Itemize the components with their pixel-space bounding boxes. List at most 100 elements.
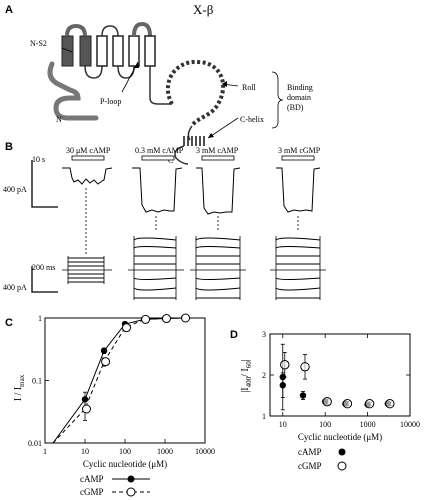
chart-c-legend: cAMP cGMP [80,474,150,497]
application-bar-2 [141,155,175,161]
scale-current-top: 400 pA [3,185,27,194]
s3-s4-loop [101,25,119,37]
application-bar-1 [71,155,105,161]
legend-c-camp-marker [127,475,135,483]
condition-label-1: 30 μM cAMP [66,146,111,155]
panel-a: A X-β [5,2,313,165]
slow-trace-2 [132,167,183,213]
c-terminal-tail [174,145,189,165]
chart-d-xlabel: Cyclic nucleotide (μM) [298,432,382,442]
slow-trace-4 [276,167,321,213]
c-xtick-label: 10000 [195,447,215,456]
segment-s5 [128,35,140,67]
ns2-arrow [61,47,73,53]
d-point-cgmp [364,399,375,409]
slow-trace-1 [62,167,113,185]
c-point-cgmp [141,314,151,324]
panel-c-letter: C [5,317,13,329]
s4-s5-loop [117,65,135,79]
application-bar-4 [281,155,315,161]
condition-label-2: 0.3 mM cAMP [135,146,184,155]
label-n: N [56,115,62,124]
legend-d-camp: cAMP [298,447,322,457]
binding-domain-brace [271,71,284,129]
roll-arrowhead [222,81,227,87]
n-terminal-tail [47,61,99,121]
c-xtick-label: 10 [81,447,89,456]
chart-c-frame [44,317,206,444]
c-helix-link [187,125,193,141]
label-roll: Roll [242,83,257,92]
chart-c-ylabel: I / Imax [13,374,26,401]
label-ns2: N-S2 [30,39,47,48]
segment-s3 [96,35,108,67]
ploop-arrowhead [134,62,139,68]
c-point-cgmp [101,357,111,367]
chelix-arrowhead [208,133,214,138]
legend-c-camp: cAMP [80,474,104,484]
d-point-cgmp [342,399,353,409]
label-ploop: P-loop [100,97,121,106]
segment-s1 [61,35,74,67]
c-ytick-label: 1 [38,314,42,323]
c-point-cgmp [82,404,91,414]
legend-d-cgmp-marker [337,461,347,471]
step-family-1 [62,256,112,284]
chelix-arrow [207,117,239,139]
c-fit-line-camp [52,317,185,444]
d-point-cgmp [300,362,310,372]
chart-c-marks [81,313,191,421]
panel-d-letter: D [230,329,238,341]
step-family-3 [190,236,246,300]
d-ytick-label: 2 [262,371,266,380]
legend-c-cgmp-marker [126,487,136,497]
c-point-cgmp [162,314,171,324]
d-ytick-label: 1 [262,412,266,421]
label-binding-1: Binding [287,83,313,92]
application-bar-3 [201,155,235,161]
segment-s2 [79,35,92,67]
segment-s6 [144,35,156,67]
d-xtick-label: 100 [319,420,331,429]
d-xtick-label: 10 [279,420,287,429]
label-chelix: C-helix [240,115,264,124]
s2-s3-loop [84,65,103,79]
c-point-camp [100,347,108,354]
segment-s4 [112,35,124,67]
c-xtick-label: 100 [119,447,131,456]
roll-beta [165,59,226,128]
chart-c-lines [52,317,185,444]
panel-a-title: X-β [193,2,214,17]
chart-c-xlabel: Cyclic nucleotide (μM) [83,459,167,469]
step-family-4 [270,236,326,300]
panel-a-letter: A [5,4,13,16]
d-point-cgmp [385,399,395,409]
c-point-cgmp [122,323,131,333]
c-xtick-label: 1000 [157,447,173,456]
panel-b: B 10 s 400 pA 30 μM cAMP 0.3 mM cAMP 3 m… [3,141,326,300]
p-loop-region [132,21,152,37]
d-point-camp [279,382,286,389]
scale-time-top: 10 s [32,155,45,164]
chart-d-legend: cAMP cGMP [298,447,347,471]
d-xtick-label: 1000 [360,420,376,429]
c-linker [149,66,172,105]
label-binding-2: domain [287,93,311,102]
c-helix [183,136,205,146]
condition-label-4: 3 mM cGMP [278,146,321,155]
scale-bar-top [31,160,58,208]
c-fit-line-cgmp [52,317,185,444]
d-point-cgmp [322,396,332,407]
panel-b-letter: B [5,141,13,153]
legend-d-cgmp: cGMP [298,461,322,471]
chart-d-ylabel: |I400/ I60| [240,359,253,392]
slow-trace-3 [196,167,241,215]
c-point-cgmp [181,313,191,323]
d-point-cgmp [280,360,290,370]
scale-bar-bottom [31,266,58,293]
